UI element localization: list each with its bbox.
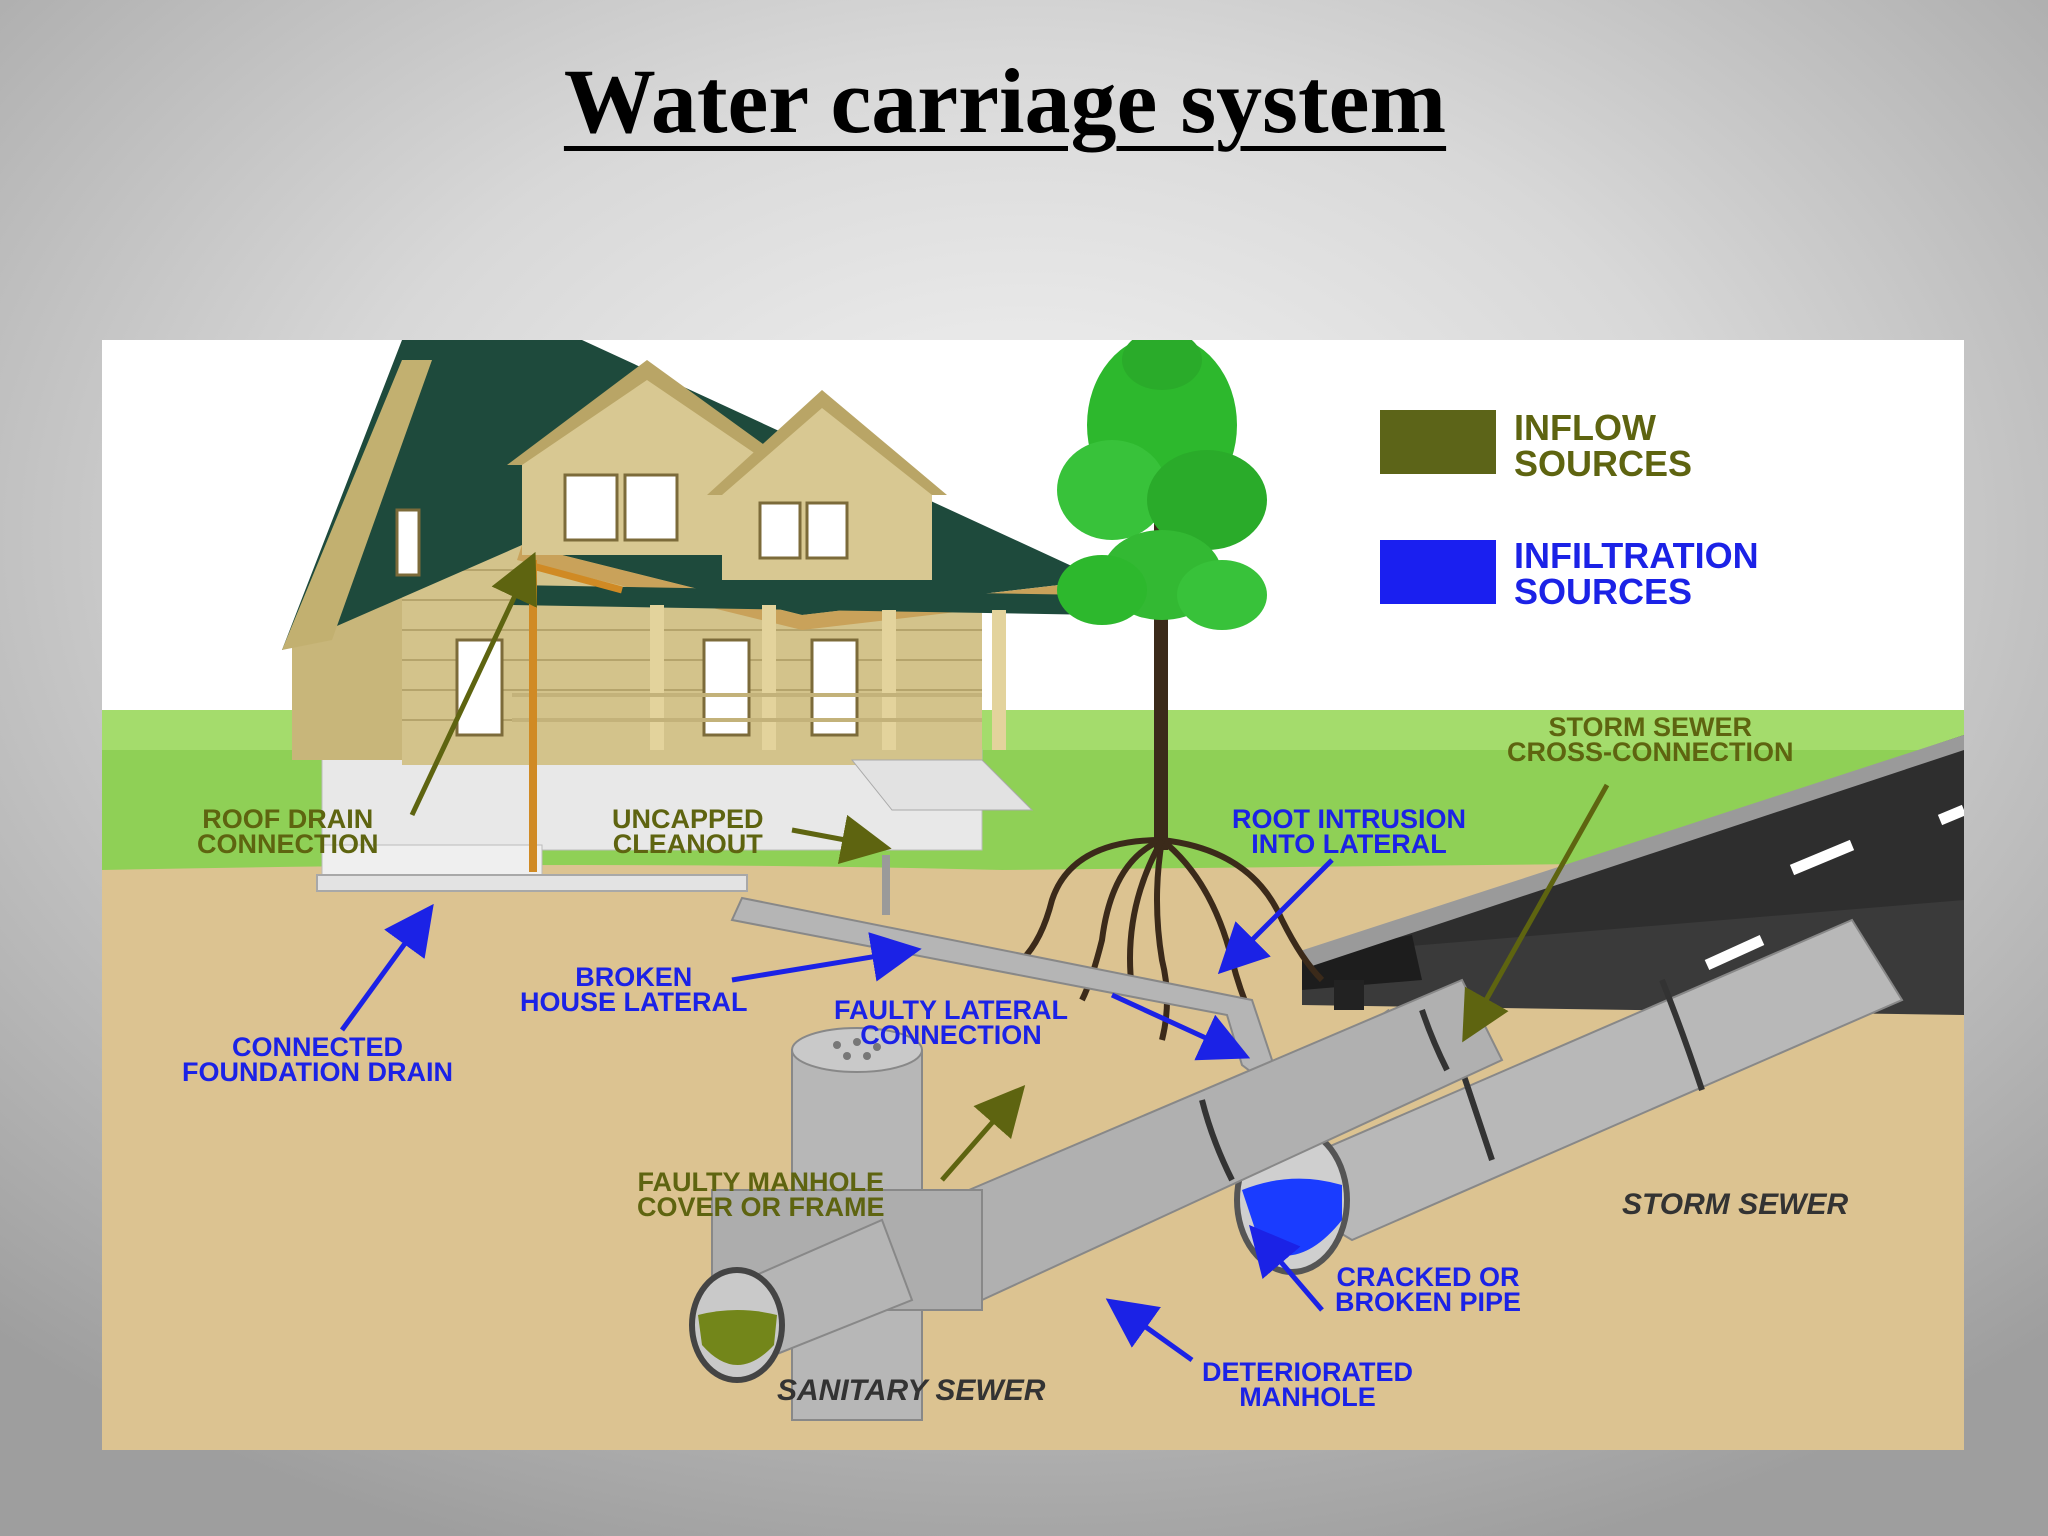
downspout: [529, 560, 537, 872]
label-uncapped-cleanout: UNCAPPED CLEANOUT: [612, 804, 764, 859]
legend-infiltration-label: INFILTRATION SOURCES: [1514, 535, 1759, 612]
diagram-illustration: [102, 340, 1964, 1450]
label-faulty-lateral-connection: FAULTY LATERAL CONNECTION: [834, 995, 1068, 1050]
label-broken-house-lateral: BROKEN HOUSE LATERAL: [520, 962, 748, 1017]
inlet-box: [1334, 980, 1364, 1010]
label-connected-foundation-drain: CONNECTED FOUNDATION DRAIN: [182, 1032, 453, 1087]
sewer-diagram: INFLOW SOURCES INFILTRATION SOURCES ROOF…: [102, 340, 1964, 1450]
cleanout-pipe: [882, 855, 890, 915]
label-cracked-broken-pipe: CRACKED OR BROKEN PIPE: [1335, 1262, 1522, 1317]
label-faulty-manhole-cover: FAULTY MANHOLE COVER OR FRAME: [637, 1167, 885, 1222]
label-storm-sewer: STORM SEWER: [1622, 1188, 1849, 1221]
label-sanitary-sewer: SANITARY SEWER: [777, 1374, 1046, 1407]
road-dashes: [1704, 804, 1964, 971]
storm-inlet: [1302, 935, 1422, 990]
porch-steps: [850, 759, 1034, 811]
infiltration-swatch: [1380, 540, 1496, 604]
label-storm-cross-connection: STORM SEWER CROSS-CONNECTION: [1507, 712, 1794, 767]
tree: [1019, 340, 1325, 1042]
label-deteriorated-manhole: DETERIORATED MANHOLE: [1202, 1357, 1414, 1412]
inflow-arrows: [409, 551, 1610, 1182]
label-roof-drain: ROOF DRAIN CONNECTION: [197, 804, 379, 859]
manhole-cover: [791, 1027, 923, 1073]
label-root-intrusion: ROOT INTRUSION INTO LATERAL: [1232, 804, 1466, 859]
legend-inflow-label: INFLOW SOURCES: [1514, 407, 1693, 484]
infiltration-arrows: [339, 858, 1334, 1363]
slide-title: Water carriage system: [563, 50, 1447, 152]
foundation-drain: [316, 874, 748, 892]
inflow-swatch: [1380, 410, 1496, 474]
